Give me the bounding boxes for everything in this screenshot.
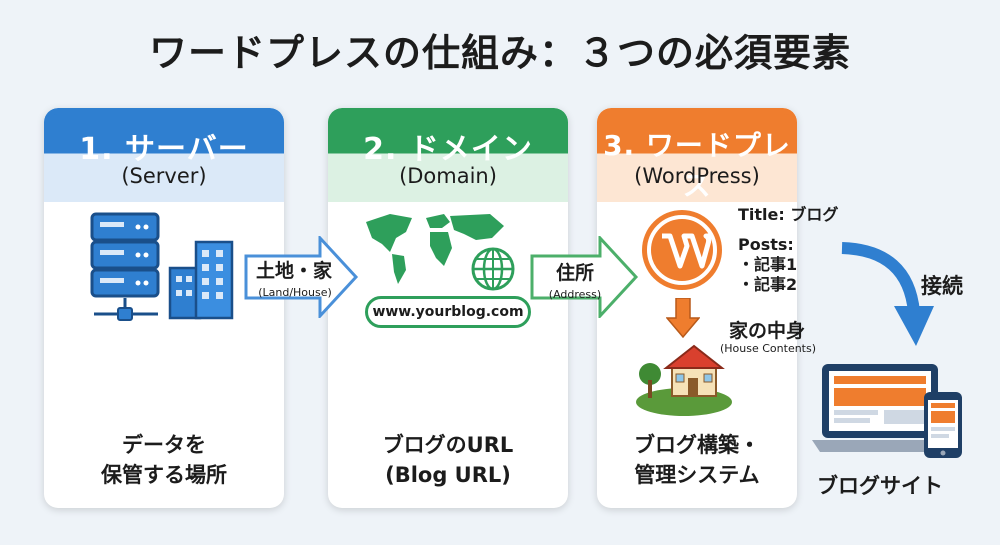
domain-card-footer: ブログのURL (Blog URL) xyxy=(328,430,568,490)
laptop-icon xyxy=(812,364,948,452)
smartphone-icon xyxy=(924,392,962,458)
wordpress-details: Title: ブログ Posts: ・記事1 ・記事2 xyxy=(738,205,838,295)
wordpress-card-title: 3. ワードプレス xyxy=(603,129,791,202)
land-house-arrow xyxy=(244,236,359,318)
house-contents-label: 家の中身 xyxy=(728,320,805,342)
wordpress-card-subtitle: (WordPress) xyxy=(634,164,760,188)
server-footer-line-2: 保管する場所 xyxy=(101,463,227,487)
domain-footer-line-2: (Blog URL) xyxy=(385,463,511,487)
server-card-footer: データを 保管する場所 xyxy=(44,430,284,490)
land-house-label: 土地・家 xyxy=(255,260,332,282)
house-icon xyxy=(636,344,732,416)
wordpress-card-header: 3. ワードプレス (WordPress) xyxy=(597,108,797,202)
blog-site-label: ブログサイト xyxy=(817,474,943,498)
wordpress-card-footer: ブログ構築・ 管理システム xyxy=(597,430,797,490)
down-arrow-icon xyxy=(666,298,700,338)
server-card-title: 1. サーバー xyxy=(79,132,249,167)
connect-label: 接続 xyxy=(921,274,963,298)
page-title: ワードプレスの仕組み：３つの必須要素 xyxy=(148,31,851,75)
wordpress-card: 3. ワードプレス (WordPress) ブログ構築・ 管理システム xyxy=(597,108,797,508)
domain-card-header: 2. ドメイン (Domain) xyxy=(328,108,568,202)
server-card-subtitle: (Server) xyxy=(121,164,207,188)
wp-title-line: Title: ブログ xyxy=(738,205,839,224)
wp-post-1: ・記事1 xyxy=(738,255,798,274)
server-footer-line-1: データを xyxy=(122,433,206,457)
house-contents-sublabel: (House Contents) xyxy=(719,342,817,355)
office-building-icon xyxy=(168,240,234,320)
domain-card-subtitle: (Domain) xyxy=(399,164,497,188)
domain-footer-line-1: ブログのURL xyxy=(382,433,514,457)
wp-posts-heading: Posts: xyxy=(738,235,794,254)
domain-card-title: 2. ドメイン xyxy=(363,132,533,167)
server-card-header: 1. サーバー (Server) xyxy=(44,108,284,202)
address-arrow xyxy=(530,236,639,318)
server-rack-icon xyxy=(90,212,160,321)
wordpress-footer-line-2: 管理システム xyxy=(634,463,760,487)
connect-arrow xyxy=(841,242,934,346)
land-house-sublabel: (Land/House) xyxy=(258,286,332,299)
wp-post-2: ・記事2 xyxy=(738,275,798,294)
address-sublabel: (Address) xyxy=(548,288,602,301)
address-label: 住所 xyxy=(555,262,594,284)
wordpress-footer-line-1: ブログ構築・ xyxy=(634,433,760,457)
server-card: 1. サーバー (Server) データを 保管する場所 xyxy=(44,108,284,508)
domain-url-pill: www.yourblog.com xyxy=(365,296,531,328)
globe-icon xyxy=(471,247,515,291)
wordpress-logo-icon xyxy=(642,210,722,290)
